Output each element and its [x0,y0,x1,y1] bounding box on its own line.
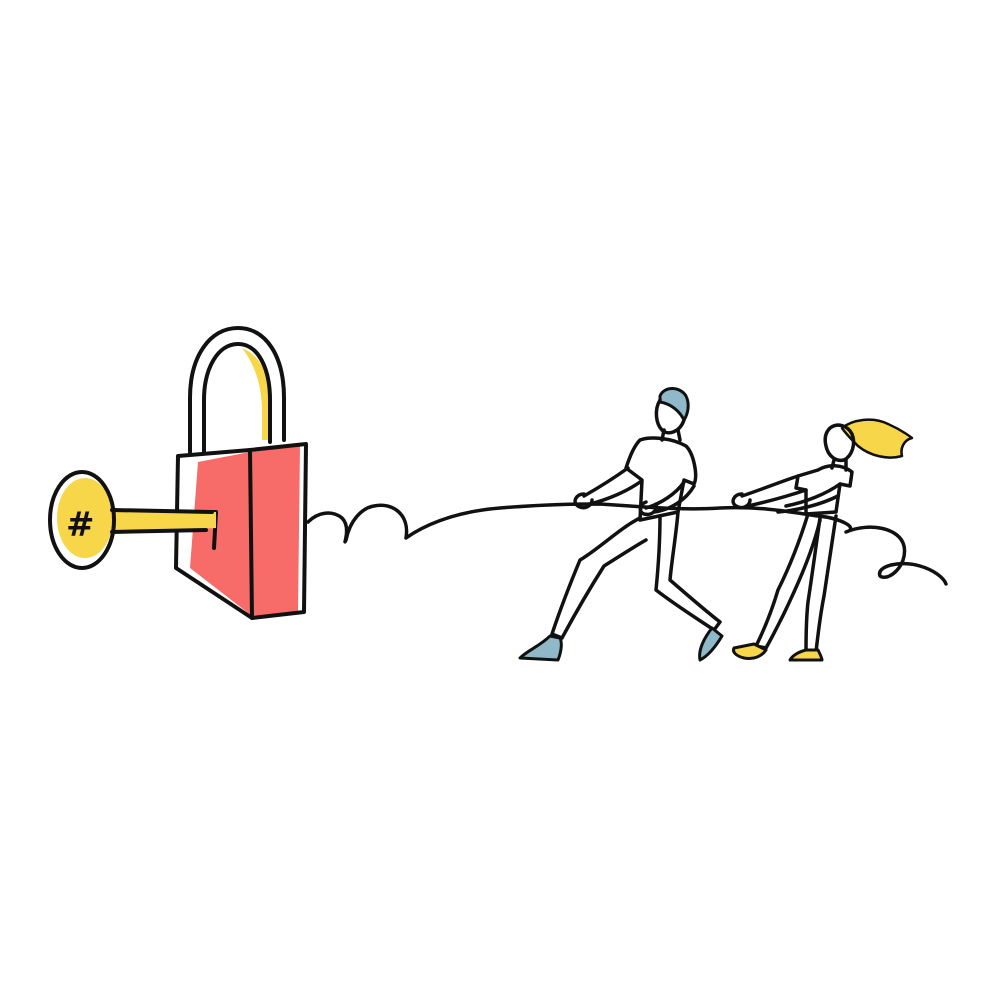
padlock-shackle [188,326,286,454]
padlock-body-side [248,442,308,620]
padlock-shackle-inner [202,342,272,454]
key-stem-fill [110,510,216,534]
man-hand-right [638,500,659,517]
man-shoe-front [698,626,724,662]
rope-icon [306,502,948,586]
man-leg-back [550,516,648,640]
woman-head [823,423,856,463]
man-arm-left [582,466,642,506]
key-icon: # [48,470,216,570]
woman-hand-left [731,492,752,510]
padlock-body-fill [190,446,300,616]
key-stem [110,508,214,534]
woman-shoe-front [788,648,824,662]
woman-ponytail [840,418,914,459]
key-symbol: # [66,505,95,545]
woman-shoe-back [732,642,768,660]
padlock-icon [174,326,308,620]
key-bow [48,470,116,570]
man-shoe-back [518,634,563,662]
man-shirt [624,436,698,522]
shackle-highlight [242,348,272,440]
man-arm-right [644,480,696,514]
rope-line [306,502,948,586]
woman-figure-icon [731,418,914,662]
man-head [654,398,686,435]
key-bow-fill [57,478,113,558]
man-hair [658,387,690,422]
woman-leg-front [804,514,838,654]
man-figure-icon [518,387,724,662]
woman-arm-lower [776,482,842,514]
woman-arm-upper [740,474,808,508]
man-leg-front [654,510,722,632]
man-hand-left [573,492,594,510]
